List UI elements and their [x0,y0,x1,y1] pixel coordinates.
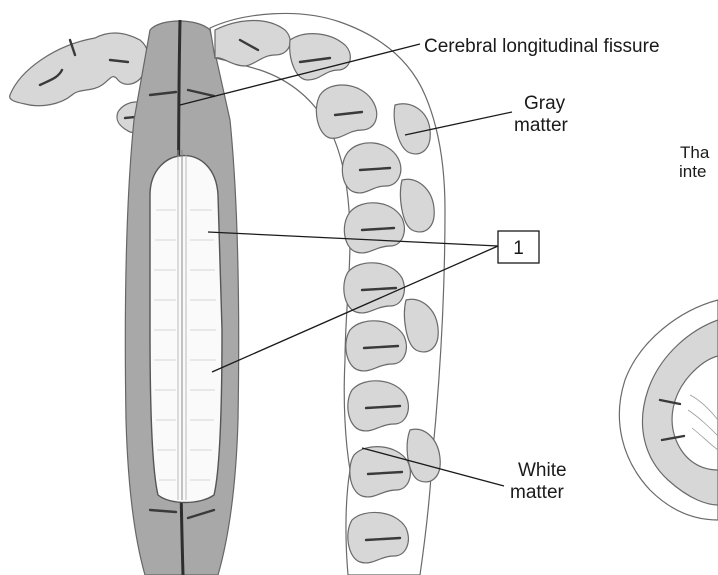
right-hemisphere-cortex [210,13,445,575]
left-hemisphere-cortex [10,33,151,133]
fissure-label: Cerebral longitudinal fissure [424,36,660,57]
gray-matter-label-line2: matter [514,115,569,136]
callout-box-1: 1 [498,231,539,263]
thalamus-section-fragment [619,300,718,520]
gray-matter-label-line1: Gray [524,93,566,114]
white-matter-label-line2: matter [510,482,565,503]
thalamus-label-fragment-line2: inte [679,162,706,181]
thalamus-label-fragment-line1: Tha [680,143,710,162]
corpus-callosum [150,150,222,503]
white-matter-label-line1: White [518,460,567,481]
callout-number: 1 [513,238,524,259]
